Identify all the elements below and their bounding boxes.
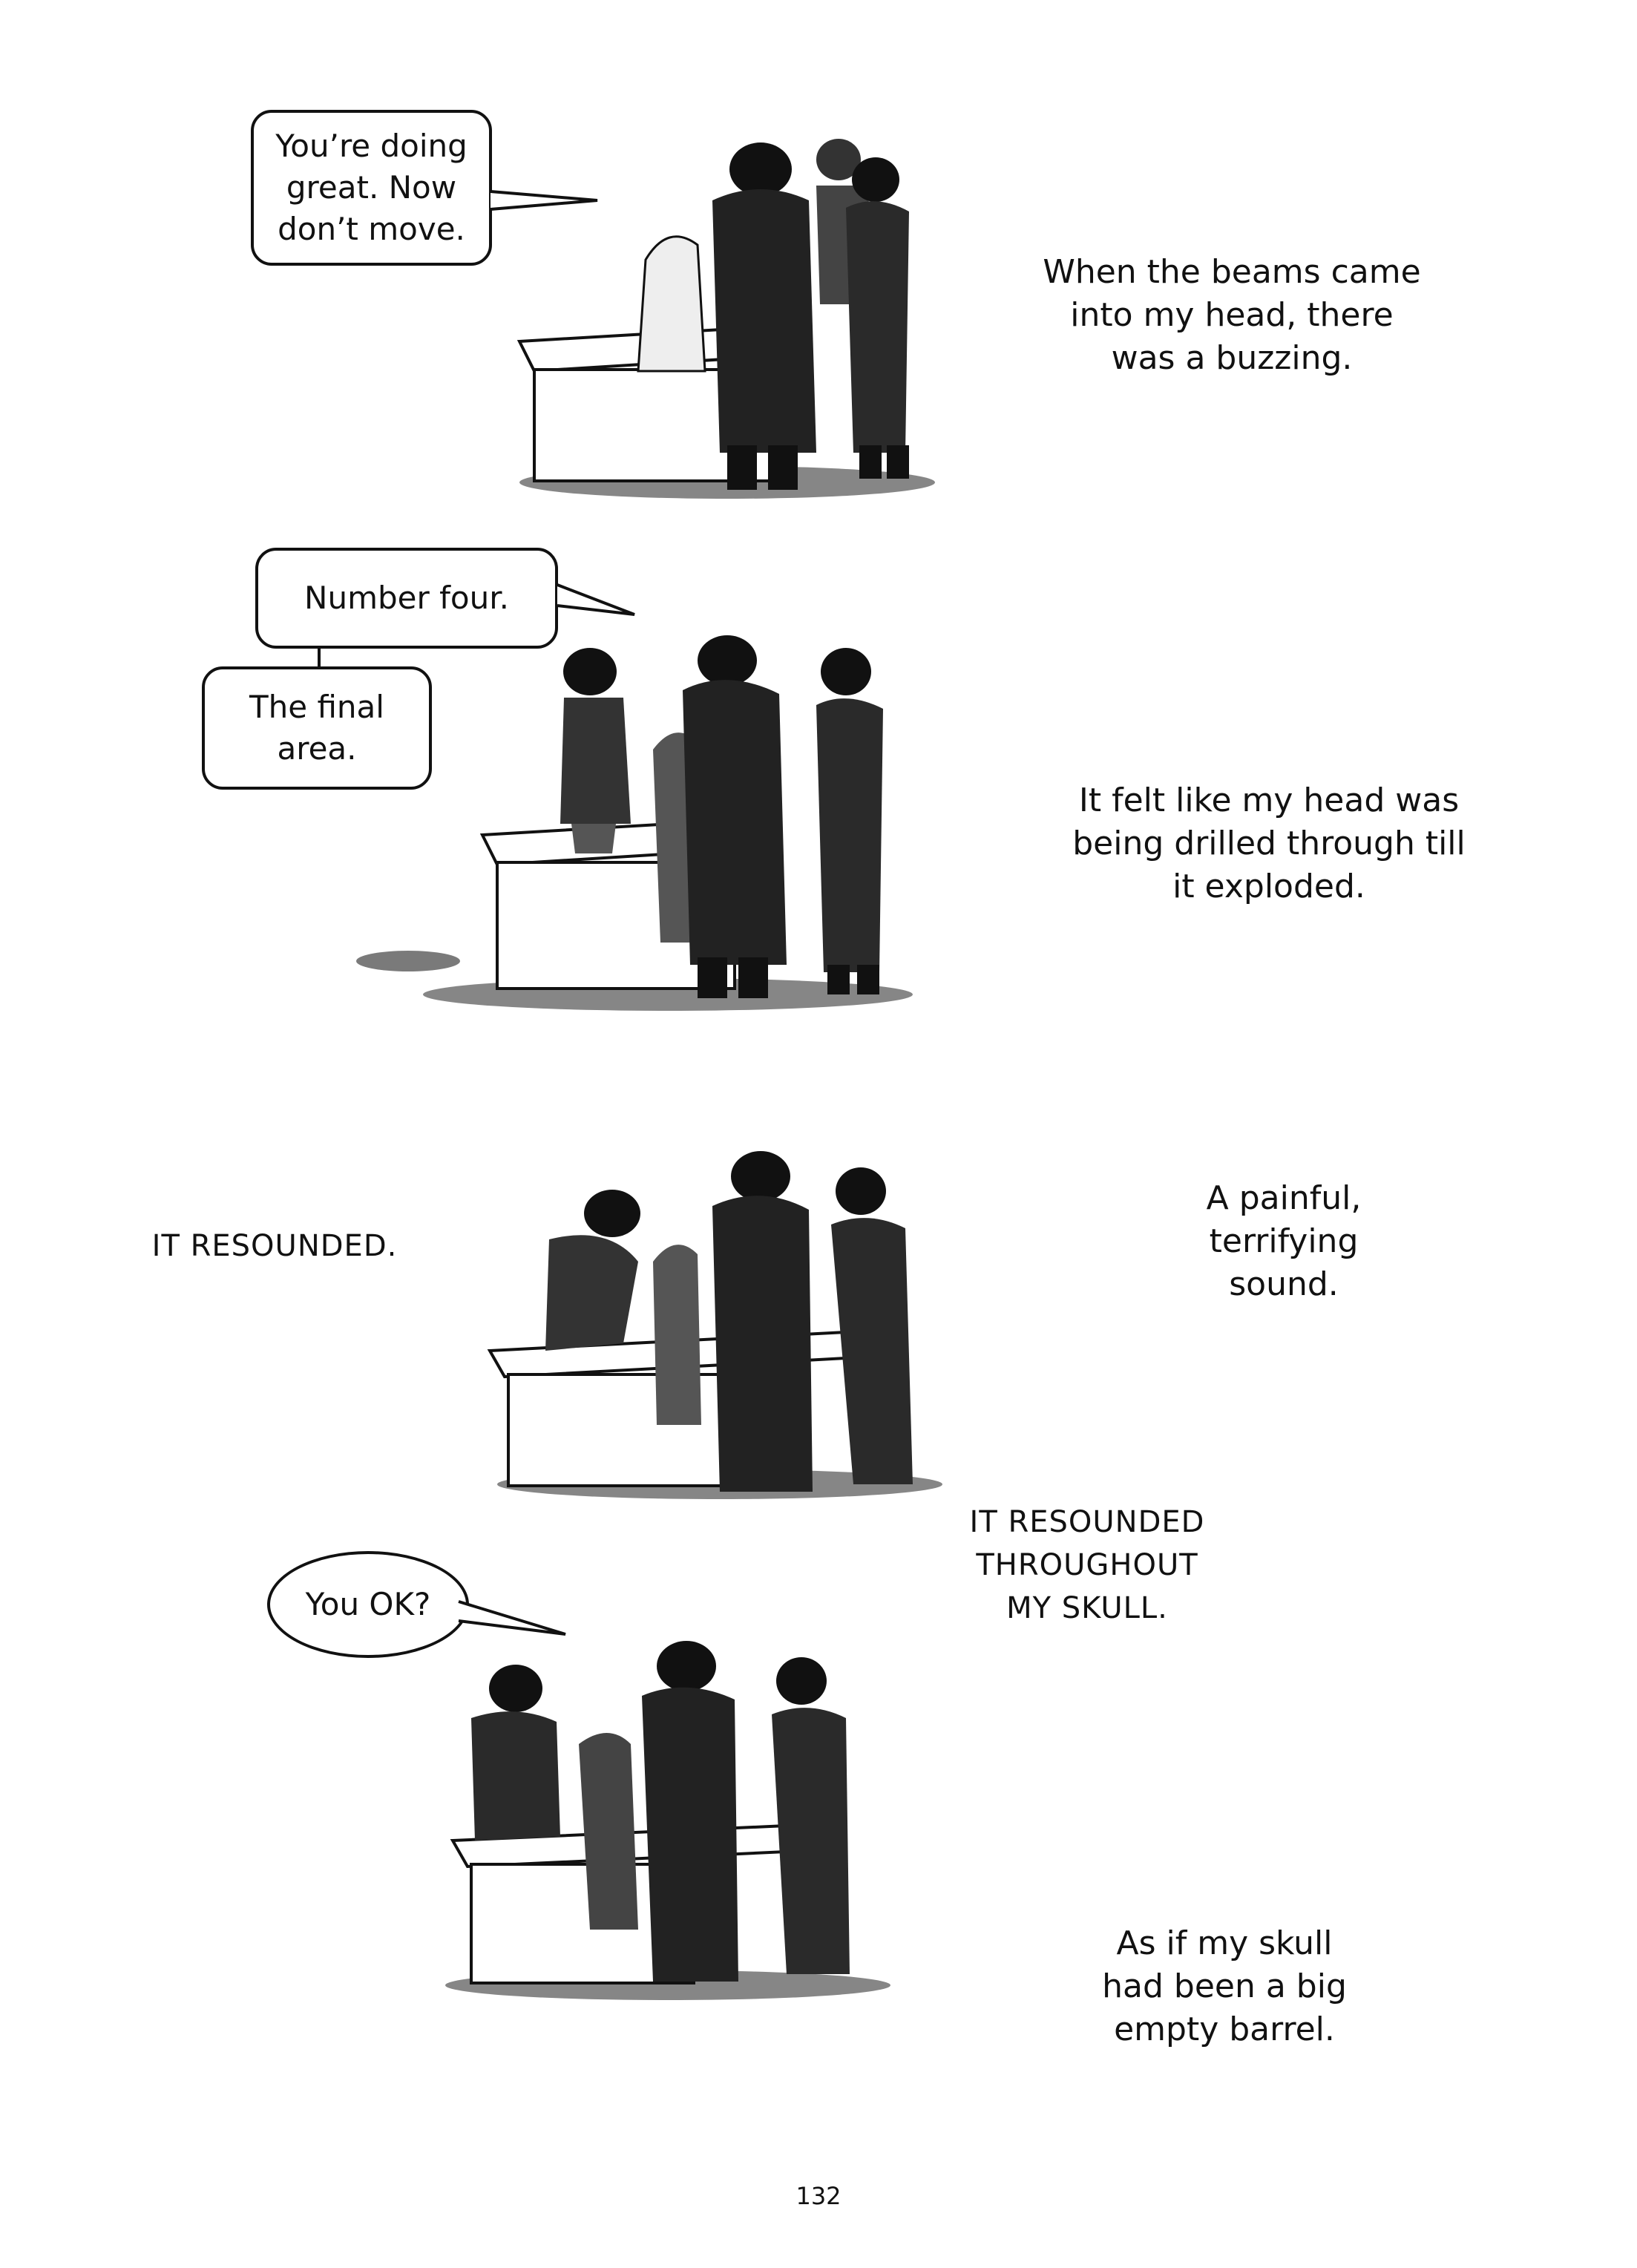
page-number: 132 <box>795 2182 842 2210</box>
bubble-connector <box>318 647 321 669</box>
speech-text: Number four. <box>304 580 509 616</box>
treatment-scene-illustration <box>487 1151 942 1499</box>
caption-head-drilled: It felt like my head was being drilled t… <box>1072 781 1466 905</box>
caption-beams-buzzing: When the beams came into my head, there … <box>1043 253 1421 377</box>
speech-bubble-doing-great: You’re doing great. Now don’t move. <box>251 110 492 266</box>
speech-bubble-you-ok: You OK? <box>267 1551 469 1658</box>
speech-bubble-tail <box>458 1600 566 1636</box>
treatment-scene-illustration <box>516 139 935 499</box>
caption-empty-barrel: As if my skull had been a big empty barr… <box>1102 1924 1347 2048</box>
speech-text: You’re doing great. Now don’t move. <box>275 128 468 247</box>
speech-text: You OK? <box>305 1586 431 1622</box>
treatment-scene-illustration <box>356 635 913 1011</box>
treatment-scene-illustration <box>445 1641 890 2000</box>
caption-resounded-skull: IT RESOUNDED THROUGHOUT MY SKULL. <box>969 1505 1205 1625</box>
speech-bubble-tail <box>557 583 635 616</box>
speech-bubble-tail <box>490 190 598 211</box>
caption-it-resounded: IT RESOUNDED. <box>151 1229 398 1263</box>
caption-painful-sound: A painful, terrifying sound. <box>1206 1179 1362 1303</box>
speech-text: The final area. <box>249 689 384 767</box>
speech-bubble-number-four: Number four. <box>255 548 558 649</box>
speech-bubble-final-area: The final area. <box>202 666 432 790</box>
